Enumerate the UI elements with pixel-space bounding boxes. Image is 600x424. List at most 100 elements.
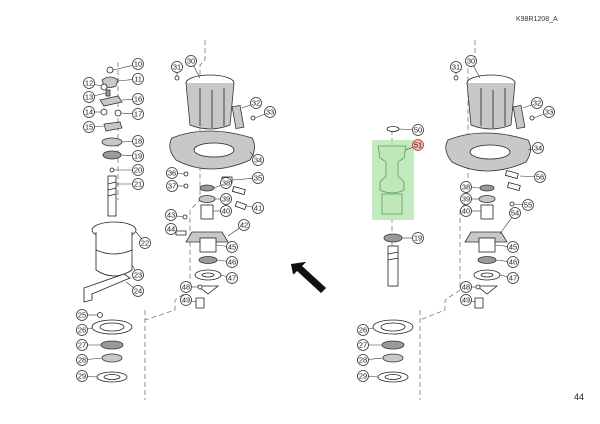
right-callout-label-39: 39 <box>462 195 470 204</box>
part-25 <box>97 312 103 318</box>
left-callout-20: 20 <box>132 164 144 176</box>
part-26-outer <box>91 319 133 335</box>
right-callout-label-49: 49 <box>462 296 470 305</box>
left-callout-34: 34 <box>252 154 264 166</box>
left-callout-46: 46 <box>226 256 238 268</box>
part-36 <box>183 171 189 177</box>
right-part-39b <box>477 256 497 264</box>
right-callout-label-51: 51 <box>414 141 422 150</box>
right-callout-19: 19 <box>412 232 424 244</box>
left-callout-label-12: 12 <box>85 79 93 88</box>
part-12 <box>100 83 108 91</box>
right-part-30-body <box>466 82 516 130</box>
right-part-56a <box>504 170 519 179</box>
right-callout-label-47: 47 <box>509 274 517 283</box>
left-callout-24: 24 <box>132 285 144 297</box>
left-callout-32: 32 <box>250 97 262 109</box>
right-callout-49: 49 <box>460 294 472 306</box>
right-part-31 <box>453 75 459 81</box>
right-callout-label-30: 30 <box>467 57 475 66</box>
left-callout-22: 22 <box>139 237 151 249</box>
right-part-49 <box>474 297 484 309</box>
left-callout-label-44: 44 <box>167 225 175 234</box>
left-callout-14: 14 <box>83 106 95 118</box>
right-callout-54: 54 <box>509 207 521 219</box>
part-24-bracket <box>83 273 131 303</box>
left-callout-label-15: 15 <box>85 123 93 132</box>
left-callout-13: 13 <box>83 91 95 103</box>
right-part-38 <box>479 184 495 192</box>
left-callout-40: 40 <box>220 205 232 217</box>
left-callout-label-33: 33 <box>266 108 274 117</box>
right-callout-30: 30 <box>465 55 477 67</box>
left-callout-label-35: 35 <box>254 174 262 183</box>
right-callout-32: 32 <box>531 97 543 109</box>
right-part-56b <box>506 182 521 191</box>
right-part-28 <box>382 353 404 363</box>
left-callout-37: 37 <box>166 180 178 192</box>
part-39b <box>198 256 218 264</box>
left-callout-38: 38 <box>220 177 232 189</box>
left-callout-label-22: 22 <box>141 239 149 248</box>
part-43 <box>182 214 188 220</box>
left-callout-39: 39 <box>220 193 232 205</box>
part-40 <box>200 204 214 220</box>
left-callout-label-23: 23 <box>134 271 142 280</box>
part-18 <box>101 137 123 147</box>
left-callout-label-34: 34 <box>254 156 262 165</box>
part-45-hub <box>199 237 217 253</box>
part-27 <box>100 340 124 350</box>
left-callout-45: 45 <box>226 241 238 253</box>
right-part-19 <box>383 233 403 243</box>
right-callout-51: 51 <box>412 139 424 151</box>
right-callout-label-45: 45 <box>509 243 517 252</box>
right-callout-label-46: 46 <box>509 258 517 267</box>
left-callout-label-29: 29 <box>78 372 86 381</box>
part-32-blade <box>231 105 245 129</box>
left-callout-10: 10 <box>132 58 144 70</box>
part-17 <box>114 109 122 117</box>
left-callout-label-36: 36 <box>168 169 176 178</box>
left-callout-label-27: 27 <box>78 341 86 350</box>
right-part-48 <box>475 284 481 290</box>
left-callout-21: 21 <box>132 178 144 190</box>
left-callout-label-26: 26 <box>78 326 86 335</box>
part-20 <box>109 167 115 173</box>
part-50 <box>386 126 400 132</box>
left-callout-label-16: 16 <box>134 95 142 104</box>
left-callout-label-47: 47 <box>228 274 236 283</box>
part-10 <box>106 66 114 74</box>
right-callout-38: 38 <box>460 181 472 193</box>
left-callout-16: 16 <box>132 93 144 105</box>
part-14 <box>100 108 108 116</box>
right-callout-45: 45 <box>507 241 519 253</box>
left-callout-19: 19 <box>132 150 144 162</box>
part-38-ring <box>199 184 215 192</box>
left-callout-label-38: 38 <box>222 179 230 188</box>
left-callout-label-48: 48 <box>182 283 190 292</box>
left-callout-label-14: 14 <box>85 108 93 117</box>
right-callout-26: 26 <box>357 324 369 336</box>
left-callout-42: 42 <box>238 219 250 231</box>
right-part-47 <box>475 285 499 295</box>
left-callout-label-13: 13 <box>85 93 93 102</box>
left-callout-30: 30 <box>185 55 197 67</box>
part-19 <box>102 150 122 160</box>
part-34-hole <box>193 142 235 158</box>
right-part-54-hub <box>464 231 508 243</box>
right-callout-31: 31 <box>450 61 462 73</box>
right-part-39 <box>478 195 496 203</box>
part-48 <box>197 284 203 290</box>
right-callout-47: 47 <box>507 272 519 284</box>
page-number: 44 <box>574 392 585 402</box>
left-callout-26: 26 <box>76 324 88 336</box>
part-37 <box>183 183 189 189</box>
right-part-34-hole <box>469 144 511 160</box>
left-callout-41: 41 <box>252 202 264 214</box>
right-callout-label-33: 33 <box>545 108 553 117</box>
left-callout-11: 11 <box>132 73 144 85</box>
left-callout-label-42: 42 <box>240 221 248 230</box>
right-part-46 <box>473 269 501 281</box>
